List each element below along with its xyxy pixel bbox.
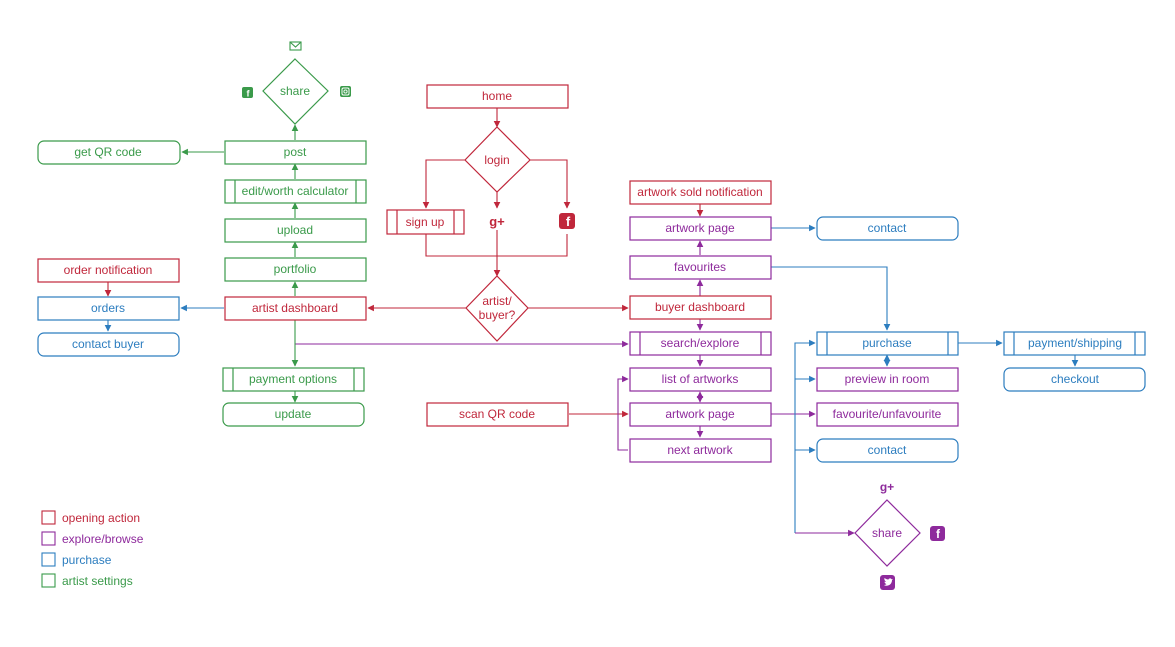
share-artist-node[interactable]: share	[262, 58, 329, 125]
payment-shipping-label: payment/shipping	[1028, 336, 1122, 350]
loop-next-list	[617, 375, 629, 451]
payment-shipping-node[interactable]: payment/shipping	[1003, 331, 1146, 356]
contact-buyer-label: contact buyer	[72, 337, 144, 351]
orders-node[interactable]: orders	[37, 296, 180, 321]
get-qr-code-label: get QR code	[74, 145, 142, 159]
favourite-unfavourite-node[interactable]: favourite/unfavourite	[816, 402, 959, 427]
portfolio-label: portfolio	[274, 262, 317, 276]
buyer-dashboard-label: buyer dashboard	[655, 300, 745, 314]
home-node[interactable]: home	[426, 84, 569, 109]
legend-item-explore-browse: explore/browse	[41, 531, 144, 546]
preview-in-room-label: preview in room	[845, 372, 930, 386]
artist-buyer-label-2: buyer?	[479, 308, 516, 322]
login-label: login	[484, 153, 509, 167]
edit-worth-calculator-label: edit/worth calculator	[242, 184, 349, 198]
home-label: home	[482, 89, 512, 103]
artist-dashboard-node[interactable]: artist dashboard	[224, 296, 367, 321]
order-notification-label: order notification	[64, 263, 153, 277]
google-plus-share-icon[interactable]: g+	[880, 480, 894, 494]
favourites-label: favourites	[674, 260, 726, 274]
contact-buyer-node[interactable]: contact buyer	[37, 332, 180, 357]
legend-item-artist-settings: artist settings	[41, 573, 133, 588]
buyer-dashboard-node[interactable]: buyer dashboard	[629, 295, 772, 320]
purchase-node[interactable]: purchase	[816, 331, 959, 356]
connectors	[104, 108, 1079, 537]
svg-text:f: f	[566, 214, 571, 229]
preview-in-room-node[interactable]: preview in room	[816, 367, 959, 392]
instagram-artist-icon[interactable]	[340, 86, 351, 97]
next-artwork-node[interactable]: next artwork	[629, 438, 772, 463]
share-artist-label: share	[280, 84, 310, 98]
facebook-share-icon[interactable]: f	[930, 526, 945, 541]
artwork-page-top-label: artwork page	[665, 221, 735, 235]
svg-text:g+: g+	[489, 214, 505, 229]
login-node[interactable]: login	[464, 126, 531, 193]
artist-buyer-label-1: artist/	[482, 294, 512, 308]
upload-label: upload	[277, 223, 313, 237]
contact-node[interactable]: contact	[816, 438, 959, 463]
legend-label: purchase	[62, 553, 112, 567]
svg-text:g+: g+	[880, 480, 894, 494]
update-node[interactable]: update	[222, 402, 365, 427]
payment-options-node[interactable]: payment options	[222, 367, 365, 392]
artist-buyer-decision: artist/ buyer?	[465, 275, 529, 342]
contact-top-node[interactable]: contact	[816, 216, 959, 241]
arrow-login-facebook	[530, 159, 571, 209]
search-explore-node[interactable]: search/explore	[629, 331, 772, 356]
artwork-page-top-node[interactable]: artwork page	[629, 216, 772, 241]
branch-purchase	[794, 339, 816, 533]
sign-up-label: sign up	[406, 215, 445, 229]
orders-label: orders	[91, 301, 125, 315]
legend-item-opening-action: opening action	[41, 510, 140, 525]
mail-share-icon[interactable]	[289, 41, 302, 51]
twitter-share-icon[interactable]	[880, 575, 895, 590]
artwork-sold-notification-label: artwork sold notification	[637, 185, 762, 199]
google-plus-login-icon[interactable]: g+	[489, 214, 505, 229]
facebook-artist-icon[interactable]: f	[242, 87, 253, 99]
artwork-sold-notification-node[interactable]: artwork sold notification	[629, 180, 772, 205]
legend: opening action explore/browse purchase a…	[41, 510, 144, 588]
legend-label: opening action	[62, 511, 140, 525]
post-label: post	[284, 145, 307, 159]
checkout-label: checkout	[1051, 372, 1100, 386]
contact-top-label: contact	[868, 221, 907, 235]
svg-text:f: f	[936, 527, 941, 541]
arrow-login-signup	[422, 159, 465, 209]
payment-options-label: payment options	[249, 372, 337, 386]
artwork-page-node[interactable]: artwork page	[629, 402, 772, 427]
post-node[interactable]: post	[224, 140, 367, 165]
list-of-artworks-label: list of artworks	[662, 372, 739, 386]
checkout-node[interactable]: checkout	[1003, 367, 1146, 392]
arrow-favourites-purchase	[771, 266, 891, 331]
svg-text:f: f	[247, 89, 251, 99]
scan-qr-code-node[interactable]: scan QR code	[426, 402, 569, 427]
facebook-login-icon[interactable]: f	[559, 213, 575, 229]
purchase-label: purchase	[862, 336, 912, 350]
edit-worth-calculator-node[interactable]: edit/worth calculator	[224, 179, 367, 204]
scan-qr-code-label: scan QR code	[459, 407, 535, 421]
legend-item-purchase: purchase	[41, 552, 112, 567]
legend-label: explore/browse	[62, 532, 144, 546]
get-qr-code-node[interactable]: get QR code	[37, 140, 181, 165]
list-of-artworks-node[interactable]: list of artworks	[629, 367, 772, 392]
next-artwork-label: next artwork	[667, 443, 733, 457]
portfolio-node[interactable]: portfolio	[224, 257, 367, 282]
order-notification-node[interactable]: order notification	[37, 258, 180, 283]
favourite-unfavourite-label: favourite/unfavourite	[833, 407, 942, 421]
search-explore-label: search/explore	[661, 336, 740, 350]
artist-dashboard-label: artist dashboard	[252, 301, 338, 315]
share-buyer-node[interactable]: share	[854, 499, 921, 567]
upload-node[interactable]: upload	[224, 218, 367, 243]
share-buyer-label: share	[872, 526, 902, 540]
contact-label: contact	[868, 443, 907, 457]
legend-label: artist settings	[62, 574, 133, 588]
favourites-node[interactable]: favourites	[629, 255, 772, 280]
update-label: update	[275, 407, 312, 421]
artwork-page-label: artwork page	[665, 407, 735, 421]
sign-up-node[interactable]: sign up	[386, 209, 465, 235]
